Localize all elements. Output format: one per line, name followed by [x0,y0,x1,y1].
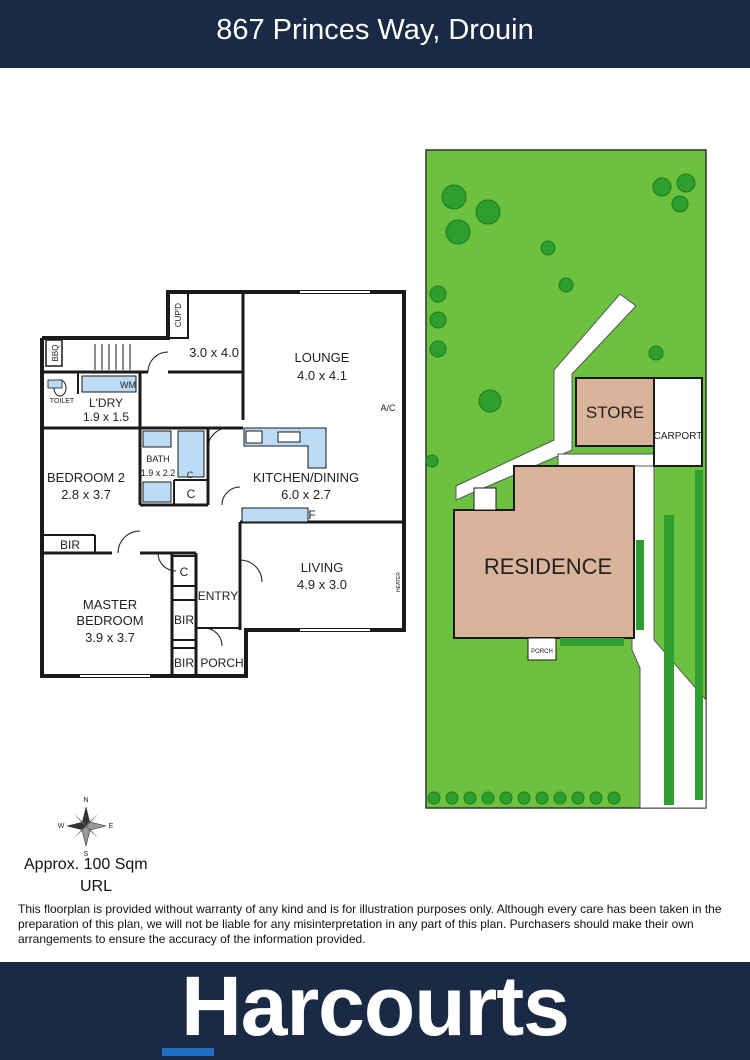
door-swing [221,486,241,506]
room-size-bath: 1.9 x 2.2 [141,468,176,478]
door-swing [147,351,169,373]
room-name-kitchen: KITCHEN/DINING [253,470,359,485]
label-bir-bed2: BIR [60,538,80,552]
room-size-lounge: 4.0 x 4.1 [297,368,347,383]
porch-box [527,637,557,661]
label-bir-1: BIR [174,613,194,627]
cupboard [167,291,189,339]
label-cupd: CUP'D [174,303,183,327]
deck [473,487,497,511]
site-label-store: STORE [586,403,644,422]
hedge [664,515,674,805]
compass-w: W [58,823,65,830]
bbq-box [45,339,63,367]
carport [653,377,703,467]
url-text: URL [80,878,113,895]
room-name-master-1: MASTER [83,597,137,612]
room-size-3x4: 3.0 x 4.0 [189,345,239,360]
trees [425,173,696,805]
label-wm: WM [120,380,136,390]
vanity [142,430,172,448]
header-bar: 867 Princes Way, Drouin [0,0,750,68]
label-heater: HEATER [396,572,402,592]
kitchen-bench [243,427,327,469]
path [557,453,655,467]
hedge [560,638,624,646]
label-f: F [308,508,315,522]
door-swing [157,552,177,572]
site-label-residence: RESIDENCE [484,554,612,579]
compass-s: S [84,851,89,858]
label-c-bath: C [187,470,194,480]
footer-bar: Harcourts [0,959,750,1060]
stairs [94,344,131,370]
brand-logo: Harcourts [181,959,570,1053]
door-swing [203,627,223,647]
label-c-hall: C [187,487,196,501]
disclaimer: This floorplan is provided without warra… [18,902,722,946]
laundry-tub [81,375,137,393]
label-toilet: TOILET [50,398,75,405]
logo-accent [162,1048,214,1056]
room-size-kitchen: 6.0 x 2.7 [281,487,331,502]
store-building [575,377,655,447]
bathtub [177,430,205,478]
hedge [636,540,644,630]
room-name-laundry: L'DRY [89,396,123,410]
room-size-bedroom2: 2.8 x 3.7 [61,487,111,502]
laundry-tub [47,379,63,389]
room-name-bedroom2: BEDROOM 2 [47,470,125,485]
label-bir-2: BIR [174,656,194,670]
room-size-living: 4.9 x 3.0 [297,577,347,592]
path [455,293,637,501]
door-swing [117,530,141,554]
area-text: Approx. 100 Sqm [24,856,148,873]
page-title: 867 Princes Way, Drouin [216,14,534,46]
fridge-bench [241,507,309,523]
siteplan: STORE CARPORT RESIDENCE PORCH [425,149,707,809]
site-label-carport: CARPORT [654,431,703,442]
room-name-entry: ENTRY [198,589,238,603]
compass-e: E [109,823,114,830]
room-name-porch: PORCH [200,656,243,670]
room-name-master-2: BEDROOM [76,613,143,628]
label-bbq: BBQ [51,345,60,362]
room-size-laundry: 1.9 x 1.5 [83,410,129,424]
room-name-bath: BATH [146,454,169,464]
label-ac: A/C [380,403,396,413]
shower [142,481,172,503]
room-name-living: LIVING [301,560,344,575]
site-label-porch: PORCH [531,649,553,655]
residence [453,465,635,639]
door-swing [239,559,263,583]
door-swing [207,427,229,449]
cooktop [245,430,263,444]
label-c-robe: C [180,565,189,579]
compass-icon: N S E W [58,797,114,858]
room-name-lounge: LOUNGE [295,350,350,365]
floorplan [40,290,406,678]
hedge [695,470,703,800]
room-size-master: 3.9 x 3.7 [85,630,135,645]
sink [277,431,301,443]
compass-n: N [83,797,88,804]
